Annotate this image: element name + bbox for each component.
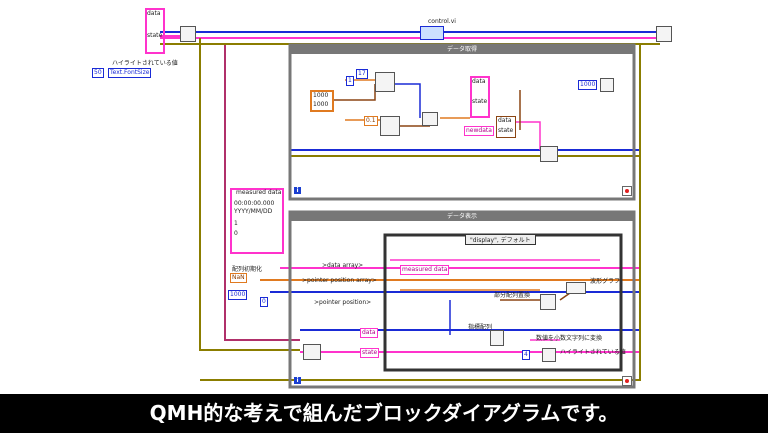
convert-node[interactable] <box>542 348 556 362</box>
loop2-iteration-icon: i <box>294 377 301 384</box>
partial-array-label: 部分配列置換 <box>494 292 531 299</box>
data-array-label: >data array> <box>322 262 364 269</box>
top-cluster <box>145 8 165 54</box>
caption-bar: QMH的な考えで組んだブロックダイアグラムです。 <box>0 394 768 433</box>
inner-cluster <box>470 76 490 118</box>
timestamp-text: 00:00:00.000 <box>234 200 275 207</box>
cluster-0: 0 <box>234 230 238 237</box>
wait-node[interactable] <box>600 78 614 92</box>
bundle-node[interactable] <box>180 26 196 42</box>
loop2-title: データ表示 <box>290 212 634 221</box>
loop2-stop[interactable] <box>622 376 632 386</box>
signal-node-2[interactable] <box>380 116 400 136</box>
top-state-label: state <box>147 32 163 39</box>
convert-label: 数値を小数文字列に変換 <box>536 335 603 342</box>
bundle-data-field: data <box>498 117 512 124</box>
date-text: YYYY/MM/DD <box>234 208 273 215</box>
const-01[interactable]: 0.1 <box>364 116 378 126</box>
inner-data-label: data <box>472 78 486 85</box>
index-array-label: 指標配列 <box>468 324 493 331</box>
top-data-label: data <box>147 10 161 17</box>
const-4[interactable]: 4 <box>522 350 530 360</box>
init-1000[interactable]: 1000 <box>228 290 248 300</box>
cluster-1: 1 <box>234 220 238 227</box>
loop1-title: データ取得 <box>290 45 634 54</box>
multiply-node[interactable] <box>422 112 438 126</box>
dequeue-node[interactable] <box>303 344 321 360</box>
bundle-state-field: state <box>498 127 514 134</box>
control-vi-node[interactable] <box>420 26 444 40</box>
const-50[interactable]: 50 <box>92 68 104 78</box>
const-0[interactable]: 0 <box>260 297 268 307</box>
fontsize-property[interactable]: Text.FontSize <box>108 68 152 78</box>
array-1000-b: 1000 <box>313 101 329 108</box>
waveform-graph-node[interactable] <box>566 282 586 294</box>
index-array-node[interactable] <box>490 330 504 346</box>
array-init-label: 配列初期化 <box>232 266 263 273</box>
const-17[interactable]: 17 <box>356 69 368 79</box>
array-1000-a: 1000 <box>313 92 329 99</box>
replace-subset-node[interactable] <box>540 294 556 310</box>
case-selector[interactable]: "display", デフォルト <box>465 234 536 245</box>
close-queue-node[interactable] <box>656 26 672 42</box>
unbundle-data[interactable]: data <box>360 328 378 338</box>
waveform-graph-label: 波形グラフ <box>590 278 621 285</box>
pointer-position-label: >pointer position> <box>314 299 372 306</box>
nan-const[interactable]: NaN <box>230 273 247 283</box>
measured-data-cluster <box>230 188 284 254</box>
loop1-stop[interactable] <box>622 186 632 196</box>
newdata-const[interactable]: newdata <box>464 126 494 136</box>
enqueue-node[interactable] <box>540 146 558 162</box>
control-vi-label: control.vi <box>428 18 456 25</box>
highlight-label-2: ハイライトされている値 <box>560 349 626 356</box>
loop1-iteration-icon: i <box>294 187 301 194</box>
measured-data-label: measured data <box>236 189 282 196</box>
array-1000[interactable] <box>310 90 334 112</box>
bundle-by-name[interactable] <box>496 116 516 138</box>
unbundle-state[interactable]: state <box>360 348 380 358</box>
measured-data-local[interactable]: measured data <box>400 265 450 275</box>
signal-node-1[interactable] <box>375 72 395 92</box>
const-1[interactable]: 1 <box>346 76 354 86</box>
highlight-label: ハイライトされている値 <box>112 60 178 67</box>
inner-state-label: state <box>472 98 488 105</box>
pointer-position-array-label: >pointer position array> <box>302 277 377 284</box>
timeout-1000[interactable]: 1000 <box>578 80 598 90</box>
